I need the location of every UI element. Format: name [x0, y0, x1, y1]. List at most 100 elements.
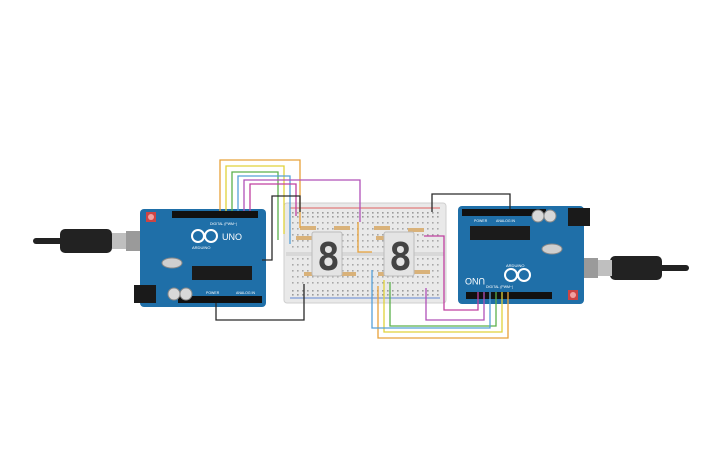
breadboard-hole: [367, 282, 369, 284]
breadboard-hole: [437, 294, 439, 296]
breadboard-hole: [337, 222, 339, 224]
breadboard-hole: [417, 240, 419, 242]
wire-green-right: [389, 282, 497, 327]
breadboard-hole: [337, 294, 339, 296]
breadboard-hole: [422, 222, 424, 224]
breadboard-hole: [312, 216, 314, 218]
breadboard-hole: [352, 246, 354, 248]
breadboard-hole: [437, 228, 439, 230]
breadboard-hole: [312, 212, 314, 214]
breadboard-hole: [297, 246, 299, 248]
breadboard-hole: [297, 276, 299, 278]
breadboard-hole: [337, 276, 339, 278]
breadboard-hole: [302, 222, 304, 224]
breadboard-hole: [317, 282, 319, 284]
usb-cable-left[interactable]: [33, 229, 146, 253]
breadboard-hole: [322, 282, 324, 284]
breadboard-hole: [432, 290, 434, 292]
breadboard-hole: [332, 216, 334, 218]
breadboard-hole: [362, 228, 364, 230]
wire-black-left-top: [262, 195, 301, 261]
breadboard-hole: [307, 294, 309, 296]
wire-purple-left: [243, 179, 361, 222]
breadboard-hole: [382, 240, 384, 242]
breadboard-hole: [327, 294, 329, 296]
breadboard-hole: [307, 258, 309, 260]
breadboard-hole: [437, 222, 439, 224]
breadboard-hole: [412, 290, 414, 292]
breadboard-hole: [307, 246, 309, 248]
breadboard-hole: [337, 216, 339, 218]
breadboard-hole: [347, 270, 349, 272]
breadboard-hole: [327, 276, 329, 278]
breadboard-hole: [372, 240, 374, 242]
wire-orange-left: [219, 159, 301, 228]
analog-label-right: ANALOG IN: [496, 219, 516, 223]
breadboard[interactable]: [283, 202, 447, 304]
breadboard-hole: [407, 216, 409, 218]
breadboard-hole: [397, 282, 399, 284]
breadboard-hole: [412, 222, 414, 224]
power-label-right: POWER: [474, 219, 488, 223]
breadboard-hole: [347, 290, 349, 292]
breadboard-hole: [412, 294, 414, 296]
breadboard-hole: [437, 234, 439, 236]
breadboard-hole: [427, 290, 429, 292]
breadboard-hole: [347, 234, 349, 236]
breadboard-hole: [297, 258, 299, 260]
breadboard-hole: [367, 228, 369, 230]
breadboard-holes: [292, 212, 439, 296]
breadboard-hole: [427, 212, 429, 214]
breadboard-hole: [382, 216, 384, 218]
breadboard-hole: [307, 270, 309, 272]
breadboard-hole: [427, 258, 429, 260]
breadboard-hole: [332, 294, 334, 296]
breadboard-hole: [382, 276, 384, 278]
board-brand-right: ARDUINO: [506, 263, 524, 268]
breadboard-hole: [362, 216, 364, 218]
breadboard-hole: [362, 258, 364, 260]
breadboard-hole: [292, 258, 294, 260]
breadboard-hole: [292, 276, 294, 278]
breadboard-hole: [352, 290, 354, 292]
breadboard-hole: [362, 264, 364, 266]
usb-cable-right[interactable]: [576, 256, 689, 280]
wire-yellow-right: [383, 280, 503, 333]
breadboard-hole: [352, 276, 354, 278]
breadboard-hole: [387, 222, 389, 224]
breadboard-hole: [427, 216, 429, 218]
breadboard-hole: [342, 234, 344, 236]
breadboard-hole: [387, 294, 389, 296]
breadboard-hole: [382, 234, 384, 236]
breadboard-hole: [407, 290, 409, 292]
breadboard-hole: [437, 264, 439, 266]
breadboard-hole: [437, 246, 439, 248]
breadboard-hole: [292, 294, 294, 296]
breadboard-hole: [432, 246, 434, 248]
breadboard-hole: [347, 294, 349, 296]
breadboard-hole: [427, 228, 429, 230]
arduino-uno-left[interactable]: UNO ARDUINO DIGITAL (PWM~) POWER ANALOG …: [134, 209, 266, 307]
breadboard-hole: [357, 282, 359, 284]
breadboard-hole: [362, 276, 364, 278]
seven-segment-display-left[interactable]: 8: [311, 231, 343, 279]
breadboard-hole: [327, 222, 329, 224]
breadboard-hole: [382, 290, 384, 292]
breadboard-hole: [342, 270, 344, 272]
breadboard-hole: [362, 282, 364, 284]
wire-black-left-bottom: [215, 284, 305, 321]
seven-segment-display-right[interactable]: 8: [383, 231, 415, 279]
wires[interactable]: [215, 159, 511, 339]
arduino-uno-right[interactable]: UNO ARDUINO DIGITAL (PWM~) POWER ANALOG …: [458, 206, 590, 304]
breadboard-hole: [357, 216, 359, 218]
breadboard-hole: [307, 240, 309, 242]
breadboard-hole: [372, 234, 374, 236]
breadboard-hole: [417, 234, 419, 236]
breadboard-hole: [352, 282, 354, 284]
breadboard-hole: [292, 234, 294, 236]
breadboard-hole: [322, 290, 324, 292]
breadboard-hole: [322, 294, 324, 296]
breadboard-hole: [432, 270, 434, 272]
breadboard-hole: [387, 290, 389, 292]
breadboard-hole: [302, 290, 304, 292]
